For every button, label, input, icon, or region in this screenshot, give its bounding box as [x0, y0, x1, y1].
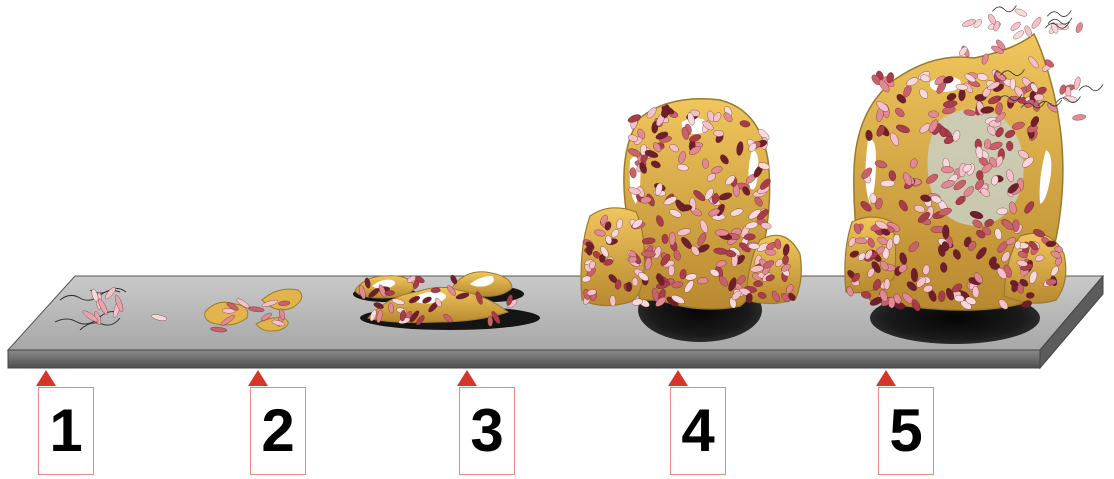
bacterial-cell — [942, 225, 949, 239]
stage-number: 5 — [889, 401, 922, 461]
stage-number: 3 — [470, 401, 503, 461]
stage-marker — [668, 370, 688, 386]
bacterial-cell — [753, 281, 763, 287]
stage-number: 2 — [261, 401, 294, 461]
flagellum — [1047, 10, 1071, 16]
surface-front — [8, 350, 1040, 368]
bacterial-cell — [1013, 220, 1020, 232]
stage-label-3: 3 — [459, 387, 515, 475]
stage-label-5: 5 — [878, 387, 934, 475]
flagellum — [992, 6, 1016, 12]
bacterial-cell — [1012, 29, 1025, 41]
bacterial-cell — [1073, 76, 1082, 90]
stage-markers — [36, 370, 896, 386]
bacterial-cell — [1014, 7, 1028, 18]
stage-marker — [36, 370, 56, 386]
bacterial-cell — [1030, 16, 1043, 30]
stage-marker — [248, 370, 268, 386]
stage-marker — [876, 370, 896, 386]
bacterial-cell — [626, 282, 632, 292]
bacterial-cell — [632, 278, 638, 287]
bacterial-cell — [1072, 114, 1086, 121]
bacterial-cell — [1009, 20, 1022, 32]
stage-label-4: 4 — [670, 387, 726, 475]
stage-label-1: 1 — [38, 387, 94, 475]
bacterial-cell — [1075, 22, 1084, 34]
stage-number: 4 — [681, 401, 714, 461]
stage-number: 1 — [49, 401, 82, 461]
flagellum — [1079, 85, 1103, 91]
stage-label-2: 2 — [250, 387, 306, 475]
stage-marker — [457, 370, 477, 386]
